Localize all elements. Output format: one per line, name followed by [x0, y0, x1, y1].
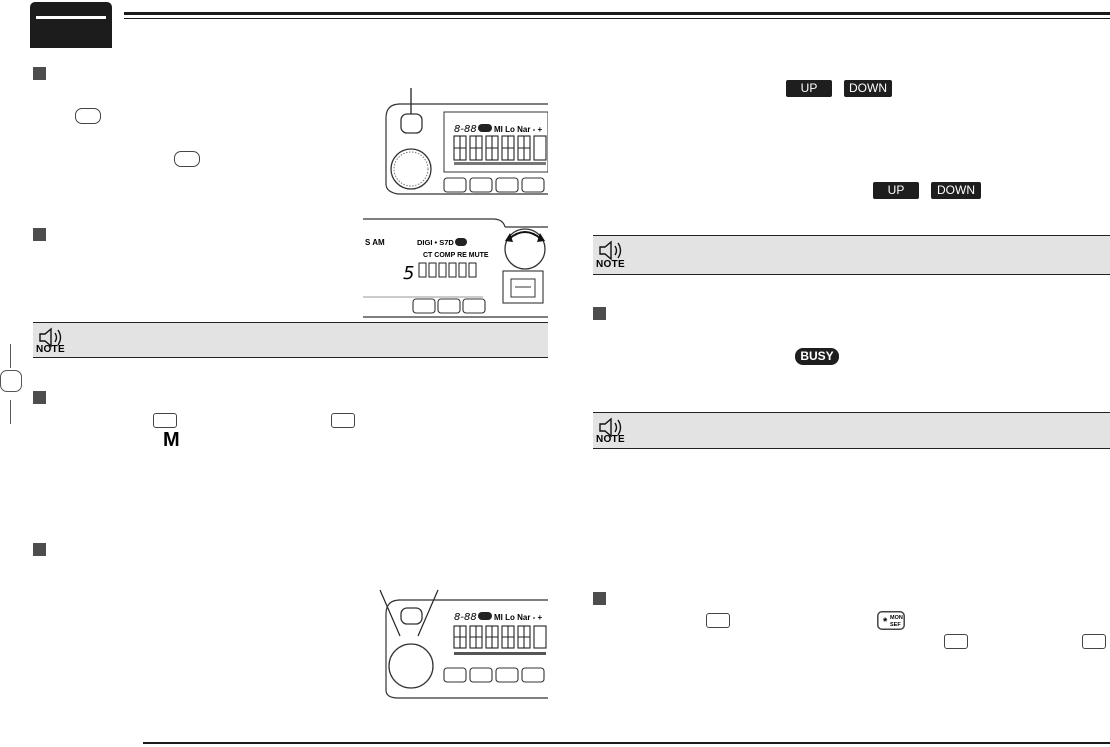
note-bar: NOTE [33, 322, 548, 358]
lcd-indicator-text: MI Lo Nar - + [494, 125, 543, 134]
section-marker [33, 228, 46, 241]
note-bar: NOTE [593, 235, 1110, 275]
lcd-indicator-text: MI Lo Nar - + [494, 613, 543, 622]
key-icon [75, 108, 101, 124]
dial-callout-illustration: 8-88 MI Lo Nar - + [378, 586, 548, 700]
display-dial-illustration: S AM DIGI • S7D CT COMP RE MUTE 5 [363, 217, 548, 320]
monitor-key-icon: * MON SEF [877, 611, 905, 630]
key-icon [1082, 634, 1106, 649]
down-key-badge: DOWN [844, 80, 892, 97]
side-tab-line-bottom [10, 400, 11, 424]
chapter-tab [30, 2, 112, 48]
header-rule-thin [124, 18, 1110, 19]
down-key-badge: DOWN [931, 182, 981, 199]
header-rule [124, 12, 1110, 15]
up-key-badge: UP [786, 80, 832, 97]
section-marker [33, 543, 46, 556]
side-tab-line-top [10, 344, 11, 368]
svg-text:MON: MON [890, 615, 903, 621]
note-label: NOTE [596, 259, 625, 270]
lcd-mode-text: S AM [365, 238, 385, 247]
svg-text:SEF: SEF [890, 622, 901, 628]
key-icon [174, 151, 200, 167]
speaker-icon [599, 240, 622, 261]
speaker-icon [599, 417, 622, 438]
memory-key-glyph: M [163, 429, 180, 451]
lcd-indicator-row1: DIGI • S7D [417, 238, 454, 247]
radio-panel-illustration: 8-88 MI Lo Nar - + [378, 84, 548, 196]
lcd-segment-text: 8-88 [454, 124, 477, 135]
key-icon [153, 413, 177, 428]
note-label: NOTE [596, 434, 625, 445]
lcd-segment-text: 8-88 [454, 612, 477, 623]
lcd-indicator-row2: CT COMP RE MUTE [423, 252, 489, 259]
lcd-digit-text: 5 [403, 263, 414, 284]
key-icon [944, 634, 968, 649]
section-marker [593, 592, 606, 605]
section-marker [593, 307, 606, 320]
note-bar: NOTE [593, 412, 1110, 449]
speaker-icon [39, 327, 62, 348]
key-icon [331, 413, 355, 428]
side-tab-marker [0, 370, 22, 392]
up-key-badge: UP [873, 182, 919, 199]
section-marker [33, 391, 46, 404]
busy-indicator-badge: BUSY [795, 348, 839, 365]
svg-text:*: * [883, 616, 888, 628]
footer-rule [143, 742, 1110, 744]
note-label: NOTE [36, 344, 65, 355]
section-marker [33, 67, 46, 80]
key-icon [706, 613, 730, 628]
